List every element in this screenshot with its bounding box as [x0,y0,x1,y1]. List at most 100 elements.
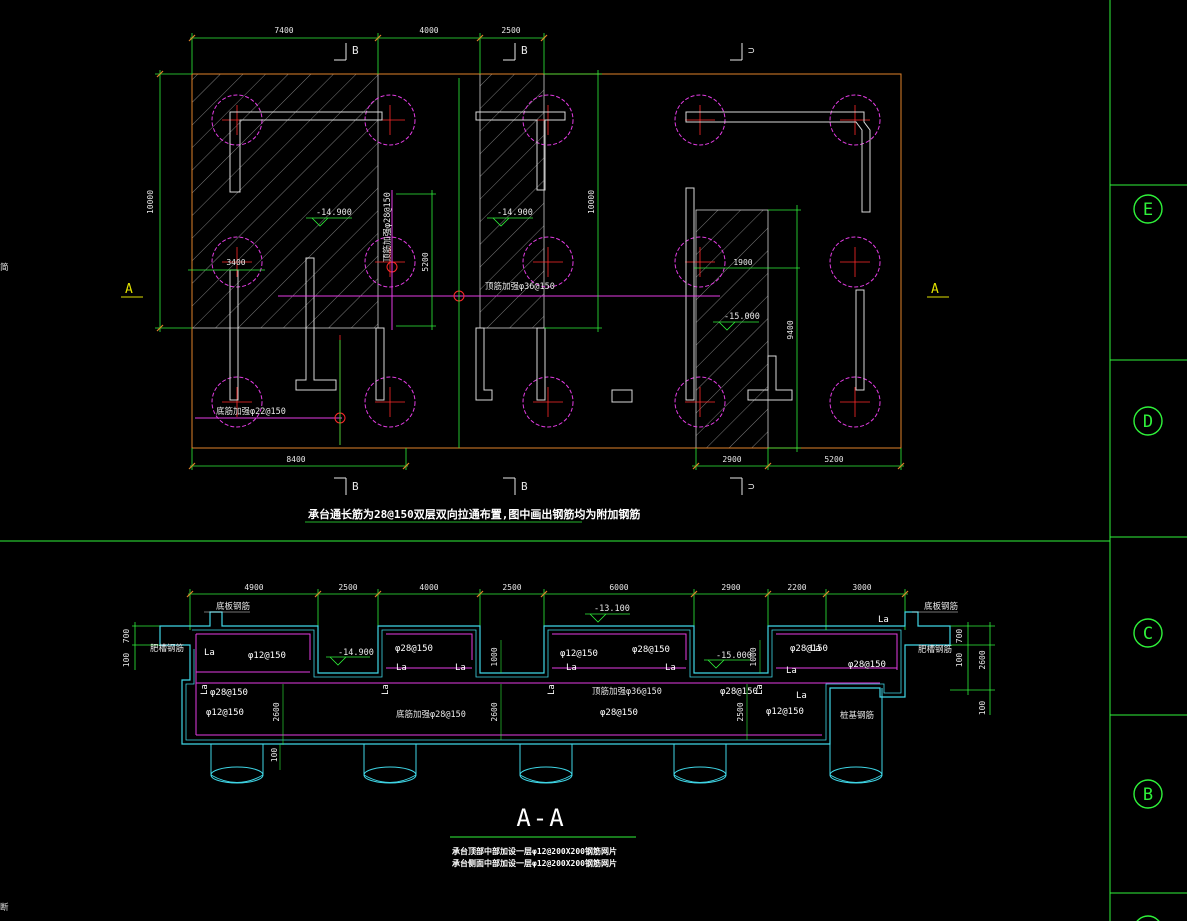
plan-rebar-bottom: 底筋加强φ22@150 [216,406,286,417]
section-dim-lines [132,589,995,715]
section-rebar-label-1: φ12@150 [248,651,286,661]
plan-dim-bottom-3: 5200 [824,455,843,464]
section-rebar-label-3: φ12@150 [206,708,244,718]
plan-dim-bottom-1: 8400 [286,455,305,464]
section-side-label-right: 肥槽钢筋 [918,644,952,655]
section-top-right-label: 底板钢筋 [924,601,958,612]
plan-dim-bottom-2: 2900 [722,455,741,464]
la-label-2: La [396,663,407,673]
section-elev-top: -13.100 [594,604,630,614]
section-dim-5: 6000 [609,583,628,592]
section-rebar-label-10: φ28@150 [848,660,886,670]
section-inner-dim-4: 2500 [736,702,745,721]
la-label-8: La [878,615,889,625]
section-elev-markers [326,613,750,669]
plan-dim-1900: 1900 [733,258,752,267]
section-rebar-label-11: φ12@150 [766,707,804,717]
section-mark-B-bottom-1: B [352,480,359,493]
section-mark-B-top-2: B [521,44,528,57]
section-dim-2: 2500 [338,583,357,592]
section-rebar-label-4: φ28@150 [395,644,433,654]
section-left-dim-1: 700 [122,629,131,644]
plan-dim-mid-1: 10000 [587,190,596,214]
la-label-11: La [381,684,391,695]
section-inner-dim-2: 1000 [490,647,499,666]
section-dim-ticks [186,590,909,598]
plan-walls [229,111,871,403]
section-rebar-label-8: φ28@150 [790,644,828,654]
section-axis-A-right: A [931,282,939,297]
section-pile-dim: 100 [270,748,279,763]
section-right-dim-1: 700 [955,629,964,644]
plan-dimension-lines [155,33,904,470]
section-top-left-label: 底板钢筋 [216,601,250,612]
section-mark-C-top: ⊃ [748,44,755,57]
section-view: 4900 2500 4000 2500 6000 2900 2200 3000 [122,583,995,868]
section-outline-inner [185,629,902,741]
plan-rebar-vertical: 顶筋加强φ28@150 [382,192,393,262]
section-rebar-label-6: φ28@150 [720,687,758,697]
section-dim-8: 3000 [852,583,871,592]
section-rebar-label-9: φ12@150 [560,649,598,659]
la-label-1: La [204,648,215,658]
section-inner-dim-3: 2600 [490,702,499,721]
hatch-area-1 [191,73,379,329]
plan-elev-1: -14.900 [316,208,352,218]
plan-dim-top-1: 7400 [274,26,293,35]
section-left-dim-2: 100 [122,653,131,668]
la-label-6: La [786,666,797,676]
plan-rebar-lines [195,295,720,419]
side-text-top: 简 [0,262,9,273]
section-note-2: 承台侧面中部加设一层φ12@200X200钢筋网片 [452,858,617,868]
grid-axis-C-label: C [1143,624,1153,644]
section-piles [210,688,883,784]
la-label-10: La [200,684,210,695]
grid-axis-B: B [1133,779,1163,809]
section-dim-6: 2900 [721,583,740,592]
section-marks [334,43,743,495]
section-mark-B-bottom-2: B [521,480,528,493]
grid-axis-E: E [1133,194,1163,224]
grid-axis-B-label: B [1143,785,1153,805]
section-right-dim-3: 2600 [978,650,987,669]
hatch-area-3 [695,209,769,449]
la-label-3: La [455,663,466,673]
plan-elev-markers [306,217,759,331]
section-dim-1: 4900 [244,583,263,592]
plan-dim-top-2: 4000 [419,26,438,35]
section-elev-1: -14.900 [338,648,374,658]
section-right-dim-4: 100 [978,701,987,716]
section-pile-label: 桩基钢筋 [840,710,874,721]
plan-view: 7400 4000 2500 8400 2900 5200 10000 1000… [121,26,949,523]
grid-axis-bubble-partial [1136,915,1160,921]
section-title: A-A [516,804,565,832]
section-dim-4: 2500 [502,583,521,592]
la-label-4: La [566,663,577,673]
section-rebar-label-2: φ28@150 [210,688,248,698]
section-rebar [195,633,898,736]
section-dim-7: 2200 [787,583,806,592]
section-elev-2: -15.000 [716,651,752,661]
grid-axis-D-label: D [1143,412,1153,432]
grid-axis-C: C [1133,618,1163,648]
la-label-12: La [547,684,557,695]
plan-elev-3: -15.000 [724,312,760,322]
plan-dim-ticks [156,34,905,470]
section-dim-3: 4000 [419,583,438,592]
plan-note: 承台通长筋为28@150双层双向拉通布置,图中画出钢筋均为附加钢筋 [308,507,640,521]
section-rebar-label-5: φ28@150 [632,645,670,655]
grid-axis-E-label: E [1143,200,1153,220]
plan-dim-top-3: 2500 [501,26,520,35]
section-rebar-label-12: 顶筋加强φ36@150 [592,686,662,697]
section-rebar-label-13: 底筋加强φ28@150 [396,709,466,720]
la-label-13: La [755,684,765,695]
plan-dim-3400: 3400 [226,258,245,267]
plan-rebar-mid: 顶筋加强φ36@150 [485,281,555,292]
section-side-label-left: 肥槽钢筋 [150,643,184,654]
section-mark-B-top-1: B [352,44,359,57]
section-rebar-label-7: φ28@150 [600,708,638,718]
section-note-1: 承台顶部中部加设一层φ12@200X200钢筋网片 [452,846,617,856]
hatch-area-2 [479,73,545,329]
